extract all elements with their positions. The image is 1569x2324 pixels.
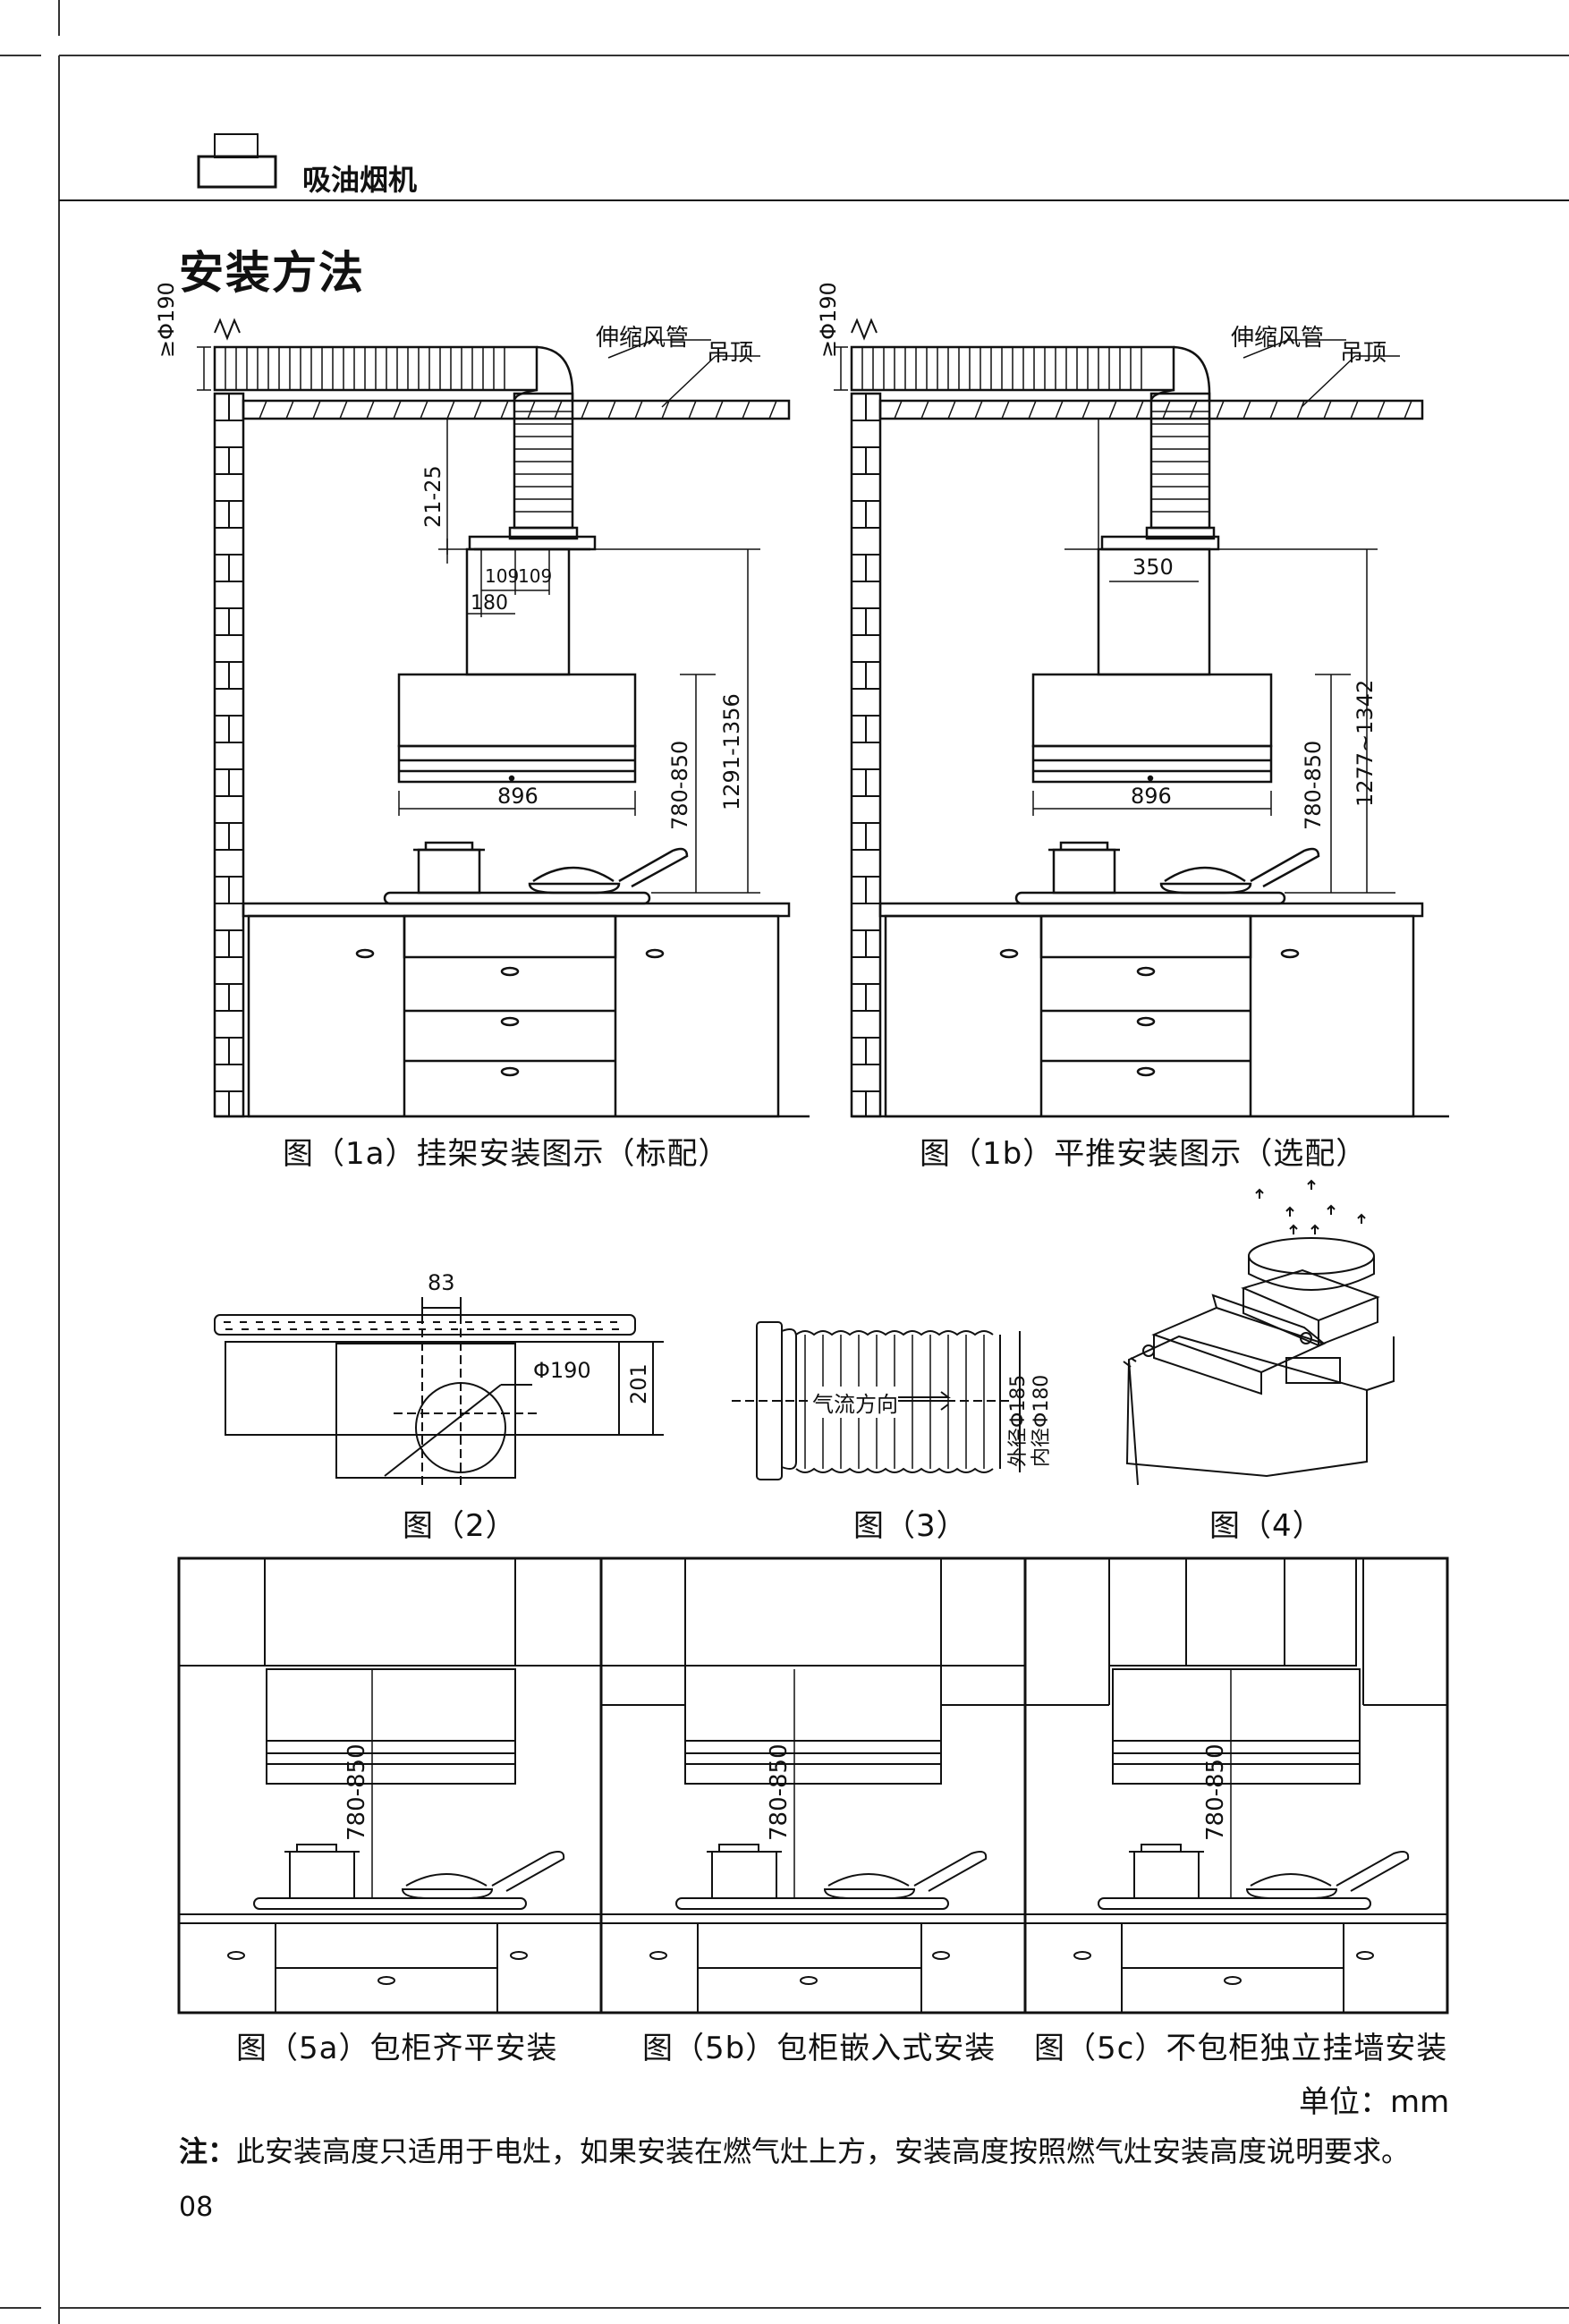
- fig5c-caption: 图（5c）不包柜独立挂墙安装: [1034, 2031, 1448, 2066]
- note-text: 此安装高度只适用于电灶，如果安装在燃气灶上方，安装高度按照燃气灶安装高度说明要求…: [236, 2134, 1411, 2168]
- fig2-d83: 83: [428, 1270, 455, 1295]
- fig5b-caption: 图（5b）包柜嵌入式安装: [642, 2031, 997, 2066]
- fig1a-duct-label: 伸缩风管: [596, 325, 690, 352]
- fig1b-ceiling-label: 吊顶: [1340, 340, 1387, 367]
- fig3-airflow: 气流方向: [812, 1387, 898, 1418]
- note-label: 注：: [179, 2134, 237, 2168]
- fig1b-caption: 图（1b）平推安装图示（选配）: [920, 1136, 1368, 1172]
- fig1b-d350: 350: [1132, 555, 1174, 580]
- unit-label: 单位：mm: [1299, 2084, 1450, 2120]
- fig5a-height: 780-850: [343, 1743, 370, 1841]
- fig5a-caption: 图（5a）包柜齐平安装: [236, 2031, 558, 2066]
- fig1a-ceiling-label: 吊顶: [707, 340, 754, 367]
- product-name: 吸油烟机: [302, 163, 418, 197]
- fig5c-height: 780-850: [1202, 1743, 1229, 1841]
- fig1a-caption: 图（1a）挂架安装图示（标配）: [283, 1136, 730, 1172]
- fig2-caption: 图（2）: [403, 1508, 517, 1544]
- fig1a-d180: 180: [471, 592, 508, 615]
- page-number: 08: [179, 2192, 214, 2223]
- fig1a-width: 896: [497, 784, 539, 809]
- page-title: 安装方法: [179, 247, 365, 299]
- fig5b-height: 780-850: [766, 1743, 793, 1841]
- fig3-caption: 图（3）: [853, 1508, 968, 1544]
- note: 注：此安装高度只适用于电灶，如果安装在燃气灶上方，安装高度按照燃气灶安装高度说明…: [179, 2129, 1410, 2170]
- fig1b-duct-label: 伸缩风管: [1231, 325, 1325, 352]
- fig1a-d109a: 109: [485, 565, 520, 587]
- fig4-caption: 图（4）: [1209, 1508, 1324, 1544]
- fig2-dia: Φ190: [533, 1358, 591, 1383]
- fig1b-width: 896: [1131, 784, 1172, 809]
- fig1a-d109b: 109: [518, 565, 553, 587]
